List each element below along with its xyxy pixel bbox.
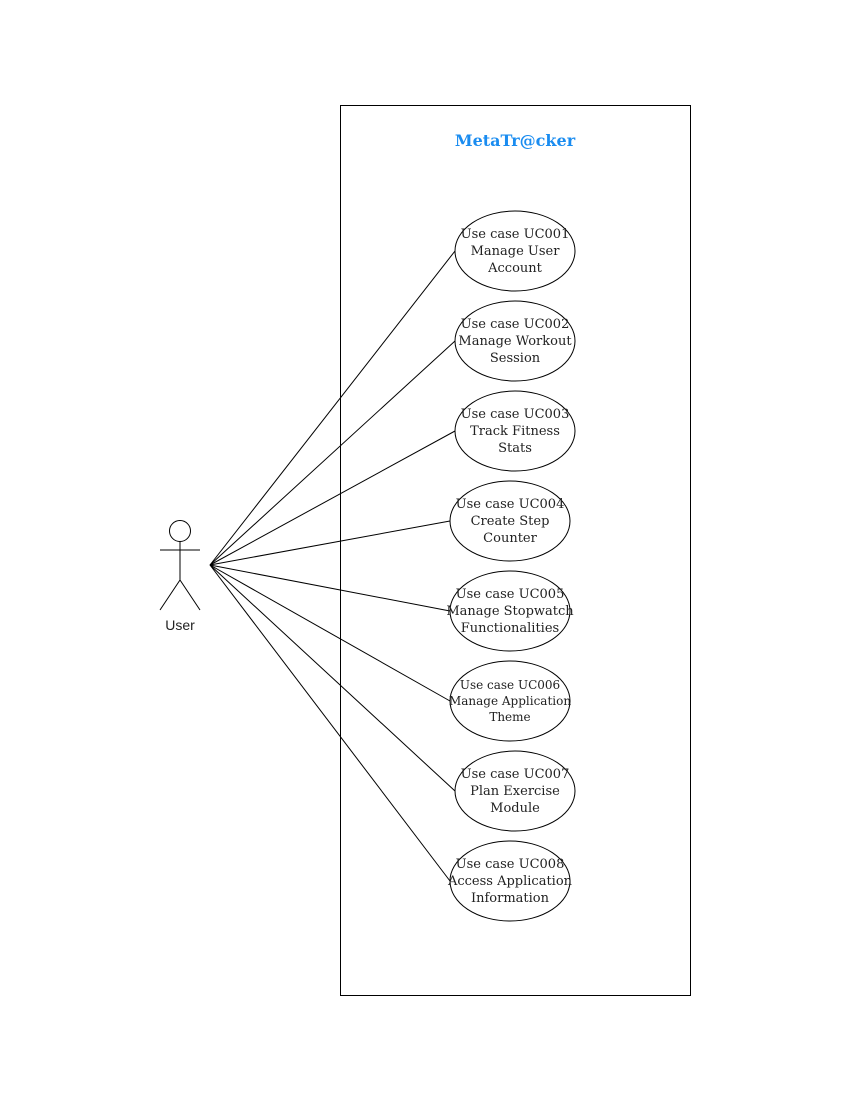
use-case-label-line: Plan Exercise (470, 784, 560, 799)
use-case-label-line: Manage Application (449, 694, 571, 708)
use-case-label-line: Track Fitness (470, 424, 560, 439)
association-line-6 (209, 564, 451, 702)
association-line-2 (209, 340, 456, 566)
use-case-label-line: Functionalities (461, 621, 559, 636)
use-case-label-line: Session (490, 351, 541, 366)
use-case-label-line: Stats (498, 441, 532, 456)
use-case-ellipse (454, 300, 576, 382)
use-case-ellipse (454, 750, 576, 832)
association-lines (209, 250, 456, 882)
use-case-label-line: Access Application (447, 874, 573, 889)
use-case-label-line: Use case UC008 (456, 857, 565, 872)
use-case-ellipse (449, 480, 571, 562)
use-case-ellipse (449, 660, 571, 742)
actor-head (169, 520, 191, 542)
actor-user: User (159, 520, 201, 633)
use-case-label-line: Theme (489, 710, 530, 724)
use-case-label-line: Use case UC004 (456, 497, 565, 512)
use-case-label-line: Manage Workout (458, 334, 572, 349)
use-case-label-line: Information (471, 891, 550, 906)
use-case-label-line: Create Step (471, 514, 550, 529)
association-line-3 (209, 430, 456, 566)
use-case-label-line: Manage Stopwatch (446, 604, 574, 619)
use-case-label-line: Use case UC003 (461, 407, 570, 422)
system-title: MetaTr@cker (455, 131, 576, 150)
use-case-label-line: Manage User (471, 244, 561, 259)
association-line-8 (209, 564, 451, 882)
association-line-5 (209, 564, 451, 612)
use-case-label-line: Use case UC006 (460, 678, 560, 692)
association-line-4 (209, 520, 451, 566)
use-case-label-line: Counter (483, 531, 537, 546)
use-case-label-line: Use case UC001 (461, 227, 570, 242)
actor-left-leg (159, 579, 181, 611)
use-case-ellipse (449, 570, 571, 652)
use-case-label-line: Use case UC005 (456, 587, 565, 602)
system-boundary (340, 105, 691, 996)
use-case-label-line: Module (490, 801, 540, 816)
actor-label: User (165, 617, 195, 633)
actor-right-leg (179, 579, 201, 611)
use-case-ellipse (454, 390, 576, 472)
use-case-label-line: Account (487, 261, 543, 276)
association-line-1 (209, 250, 456, 566)
use-case-label-line: Use case UC007 (461, 767, 570, 782)
association-line-7 (209, 564, 456, 792)
use-case-label-line: Use case UC002 (461, 317, 570, 332)
use-case-ellipse (454, 210, 576, 292)
use-case-ellipse (449, 840, 571, 922)
